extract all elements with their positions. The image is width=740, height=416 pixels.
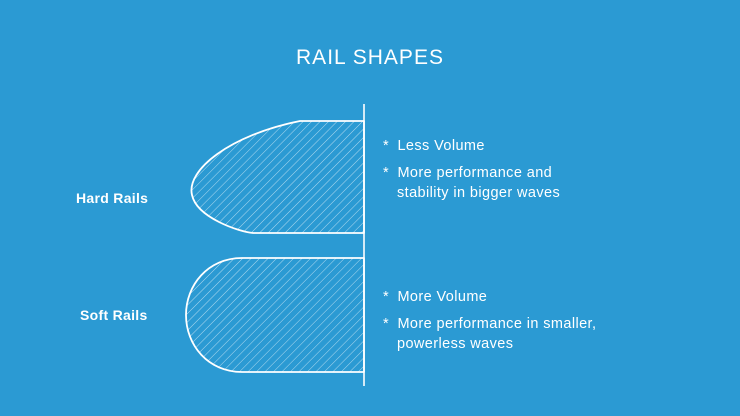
note-item: * More Volume — [383, 287, 596, 307]
note-text: More performance and — [397, 165, 553, 181]
note-text-continued: stability in bigger waves — [397, 185, 561, 201]
page-title: RAIL SHAPES — [296, 46, 444, 69]
asterisk-marker: * — [383, 316, 390, 332]
soft-rails-notes: * More Volume * More performance in smal… — [383, 287, 596, 361]
hard-rails-label: Hard Rails — [76, 190, 149, 206]
note-text: More Volume — [397, 289, 488, 305]
asterisk-marker: * — [383, 289, 390, 305]
asterisk-marker: * — [383, 165, 390, 181]
note-item: * Less Volume — [383, 136, 560, 156]
note-text-continued: powerless waves — [397, 336, 514, 352]
hard-rail-shape — [190, 120, 365, 234]
soft-rail-shape — [185, 257, 365, 373]
note-text: More performance in smaller, — [397, 316, 597, 332]
note-text: Less Volume — [397, 138, 485, 154]
asterisk-marker: * — [383, 138, 390, 154]
note-item: * More performance and stability in bigg… — [383, 163, 560, 203]
hard-rails-notes: * Less Volume * More performance and sta… — [383, 136, 560, 210]
soft-rails-label: Soft Rails — [80, 307, 148, 323]
note-item: * More performance in smaller, powerless… — [383, 314, 596, 354]
